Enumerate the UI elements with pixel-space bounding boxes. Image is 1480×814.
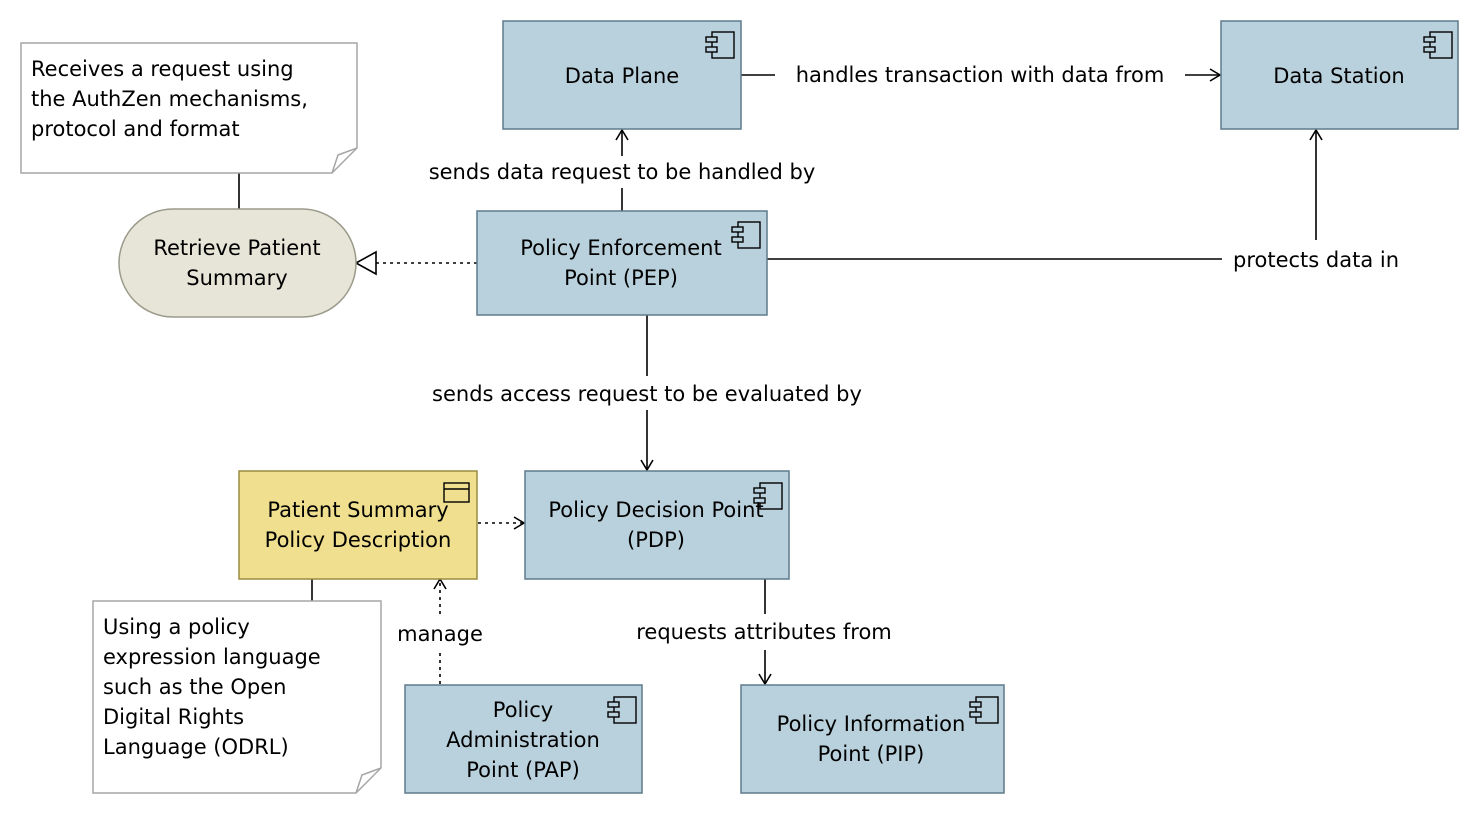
node-pip-label-line-1: Policy Information bbox=[777, 712, 966, 736]
edge-label-manage: manage bbox=[397, 622, 483, 646]
component-icon bbox=[753, 482, 783, 510]
edge-pep-to-station: protects data in bbox=[767, 128, 1399, 272]
node-policy-decision-point[interactable]: Policy Decision Point (PDP) bbox=[524, 470, 790, 580]
note-odrl-line-5: Language (ODRL) bbox=[103, 735, 289, 759]
node-policy-enforcement-point[interactable]: Policy Enforcement Point (PEP) bbox=[476, 210, 768, 316]
node-pap-label-line-2: Administration bbox=[446, 728, 600, 752]
node-data-station[interactable]: Data Station bbox=[1220, 20, 1459, 130]
note-odrl-line-4: Digital Rights bbox=[103, 705, 244, 729]
note-odrl-line-3: such as the Open bbox=[103, 675, 287, 699]
node-retrieve-patient-summary[interactable]: Retrieve Patient Summary bbox=[118, 208, 357, 318]
edge-dataplane-to-station: handles transaction with data from bbox=[741, 63, 1222, 87]
note-odrl: Using a policy expression language such … bbox=[92, 600, 382, 794]
node-pap-label-line-3: Point (PAP) bbox=[466, 758, 580, 782]
node-policy-administration-point[interactable]: Policy Administration Point (PAP) bbox=[404, 684, 643, 794]
node-policy-information-point[interactable]: Policy Information Point (PIP) bbox=[740, 684, 1005, 794]
node-patient-summary-policy[interactable]: Patient Summary Policy Description bbox=[238, 470, 478, 580]
edge-label-sends-access-request: sends access request to be evaluated by bbox=[432, 382, 862, 406]
component-icon bbox=[705, 31, 735, 59]
node-service-label-line-2: Summary bbox=[186, 266, 287, 290]
note-authzen-line-2: the AuthZen mechanisms, bbox=[31, 87, 308, 111]
node-service-label-line-1: Retrieve Patient bbox=[153, 236, 320, 260]
business-object-icon bbox=[443, 482, 470, 503]
node-policy-label-line-2: Policy Description bbox=[265, 528, 452, 552]
edge-pdp-to-pip: requests attributes from bbox=[636, 579, 892, 686]
note-odrl-line-2: expression language bbox=[103, 645, 321, 669]
node-pdp-label-line-2: (PDP) bbox=[627, 528, 685, 552]
node-pap-label-line-1: Policy bbox=[493, 698, 553, 722]
edge-label-protects-data: protects data in bbox=[1233, 248, 1399, 272]
edge-label-sends-data-request: sends data request to be handled by bbox=[429, 160, 816, 184]
node-pep-label-line-2: Point (PEP) bbox=[564, 266, 678, 290]
edge-pap-to-policy: manage bbox=[397, 577, 483, 684]
edge-pep-to-pdp: sends access request to be evaluated by bbox=[432, 315, 862, 472]
edge-label-requests-attributes: requests attributes from bbox=[636, 620, 892, 644]
component-icon bbox=[731, 221, 761, 249]
note-authzen-line-3: protocol and format bbox=[31, 117, 240, 141]
note-authzen-line-1: Receives a request using bbox=[31, 57, 294, 81]
note-authzen: Receives a request using the AuthZen mec… bbox=[20, 42, 358, 174]
node-pep-label-line-1: Policy Enforcement bbox=[520, 236, 721, 260]
edge-pep-to-dataplane: sends data request to be handled by bbox=[429, 128, 816, 211]
node-data-plane-label: Data Plane bbox=[565, 64, 679, 88]
node-data-station-label: Data Station bbox=[1273, 64, 1404, 88]
node-pdp-label-line-1: Policy Decision Point bbox=[548, 498, 763, 522]
note-odrl-line-1: Using a policy bbox=[103, 615, 250, 639]
node-data-plane[interactable]: Data Plane bbox=[502, 20, 742, 130]
node-policy-label-line-1: Patient Summary bbox=[267, 498, 448, 522]
edge-label-handles-transaction: handles transaction with data from bbox=[796, 63, 1165, 87]
node-pip-label-line-2: Point (PIP) bbox=[818, 742, 925, 766]
component-icon bbox=[969, 696, 999, 724]
component-icon bbox=[607, 696, 637, 724]
component-icon bbox=[1423, 31, 1453, 59]
